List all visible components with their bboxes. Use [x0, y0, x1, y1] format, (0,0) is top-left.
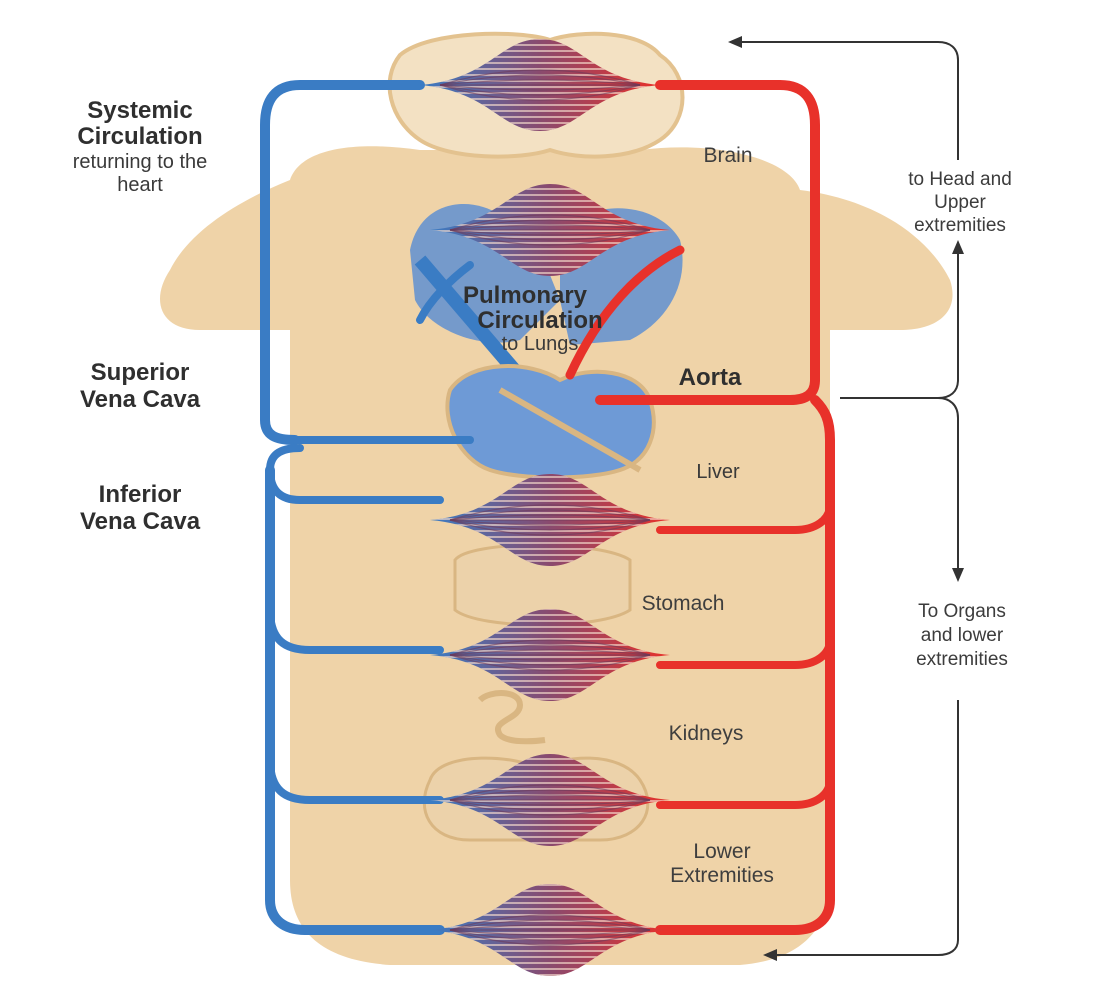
pulmonary-label-1: Pulmonary [463, 282, 588, 309]
systemic-label-2: Circulation [77, 123, 202, 150]
head-label-1: to Head and [908, 169, 1012, 190]
superior-vena-cava-label-2: Vena Cava [80, 386, 201, 413]
pulmonary-label-3: to Lungs [502, 333, 579, 355]
stomach-label: Stomach [642, 592, 725, 615]
arrow-head-up-icon [952, 240, 964, 254]
head-label-2: Upper [934, 192, 986, 213]
organs-label-1: To Organs [918, 601, 1006, 622]
pulmonary-label-2: Circulation [477, 307, 602, 334]
kidneys-label: Kidneys [669, 722, 744, 745]
inferior-vena-cava-label-1: Inferior [99, 481, 182, 508]
organs-label-2: and lower [921, 625, 1004, 646]
systemic-label-1: Systemic [87, 97, 192, 124]
lower-extremities-label-1: Lower [693, 840, 750, 863]
brain-label: Brain [703, 144, 752, 167]
lower-extremities-label-2: Extremities [670, 864, 774, 887]
head-label-3: extremities [914, 215, 1006, 236]
superior-vena-cava-label-1: Superior [91, 359, 190, 386]
aorta-label: Aorta [679, 364, 742, 391]
liver-label: Liver [696, 461, 740, 483]
arrow-head-top-icon [728, 36, 742, 48]
arrow-head-down-icon [952, 568, 964, 582]
inferior-vena-cava-label-2: Vena Cava [80, 508, 201, 535]
organs-label-3: extremities [916, 649, 1008, 670]
systemic-label-4: heart [117, 174, 163, 196]
heart [447, 366, 653, 477]
right-labels: to Head and Upper extremities To Organs … [908, 169, 1012, 670]
systemic-label-3: returning to the [73, 151, 208, 173]
